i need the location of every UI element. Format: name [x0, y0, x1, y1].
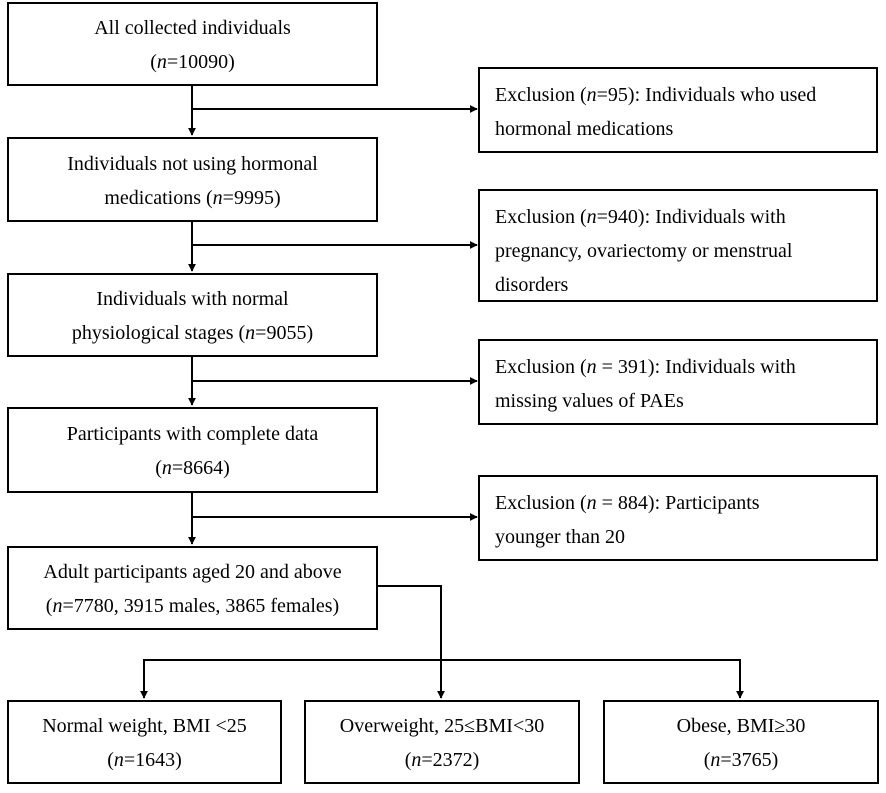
box-all-collected-line1: All collected individuals: [94, 17, 291, 39]
box-group-overweight: Overweight, 25≤BMI<30 (n=2372): [304, 700, 580, 784]
arrow-group-obese: [441, 659, 744, 699]
group-overweight-line1: Overweight, 25≤BMI<30: [339, 715, 545, 737]
box-not-hormonal-line2: medications (n=9995): [104, 187, 281, 209]
group-overweight-line2: (n=2372): [404, 749, 480, 771]
box-group-obese: Obese, BMI≥30 (n=3765): [603, 700, 879, 784]
box-exclusion-pregnancy: Exclusion (n=940): Individuals with preg…: [478, 189, 878, 302]
group-normal-weight-line2: (n=1643): [107, 749, 182, 771]
box-adult-participants-line2: (n=7780, 3915 males, 3865 females): [45, 595, 340, 617]
box-normal-physiological-line2: physiological stages (n=9055): [71, 322, 314, 344]
exclusion-under-20-line2: younger than 20: [495, 526, 625, 548]
box-exclusion-missing-paes: Exclusion (n = 391): Individuals with mi…: [478, 339, 878, 425]
split-connector: [376, 585, 445, 699]
box-not-hormonal: Individuals not using hormonal medicatio…: [7, 137, 378, 222]
box-group-normal-weight: Normal weight, BMI <25 (n=1643): [7, 700, 282, 784]
exclusion-hormonal-line2: hormonal medications: [495, 118, 674, 140]
box-normal-physiological-line1: Individuals with normal: [96, 288, 289, 310]
group-normal-weight-line1: Normal weight, BMI <25: [42, 715, 247, 737]
group-obese-line2: (n=3765): [703, 749, 779, 771]
box-all-collected-line2: (n=10090): [150, 51, 235, 73]
box-complete-data: Participants with complete data (n=8664): [7, 407, 378, 493]
exclusion-pregnancy-line1: Exclusion (n=940): Individuals with: [495, 206, 786, 228]
box-exclusion-under-20: Exclusion (n = 884): Participants younge…: [478, 475, 878, 561]
exclusion-under-20-line1: Exclusion (n = 884): Participants: [495, 492, 760, 514]
box-complete-data-line1: Participants with complete data: [66, 423, 319, 445]
box-adult-participants-line1: Adult participants aged 20 and above: [43, 561, 342, 583]
exclusion-pregnancy-line2: pregnancy, ovariectomy or menstrual: [495, 240, 793, 262]
group-obese-line1: Obese, BMI≥30: [676, 715, 806, 737]
box-exclusion-hormonal: Exclusion (n=95): Individuals who used h…: [478, 67, 878, 153]
exclusion-missing-paes-line1: Exclusion (n = 391): Individuals with: [495, 356, 796, 378]
exclusion-missing-paes-line2: missing values of PAEs: [495, 390, 684, 412]
exclusion-hormonal-line1: Exclusion (n=95): Individuals who used: [495, 84, 817, 106]
arrow-group-normal: [140, 659, 441, 699]
box-all-collected: All collected individuals (n=10090): [7, 2, 378, 86]
box-complete-data-line2: (n=8664): [155, 457, 230, 479]
box-not-hormonal-line1: Individuals not using hormonal: [67, 153, 318, 175]
box-normal-physiological: Individuals with normal physiological st…: [7, 273, 378, 357]
box-adult-participants: Adult participants aged 20 and above (n=…: [7, 546, 378, 630]
exclusion-pregnancy-line3: disorders: [495, 274, 569, 296]
